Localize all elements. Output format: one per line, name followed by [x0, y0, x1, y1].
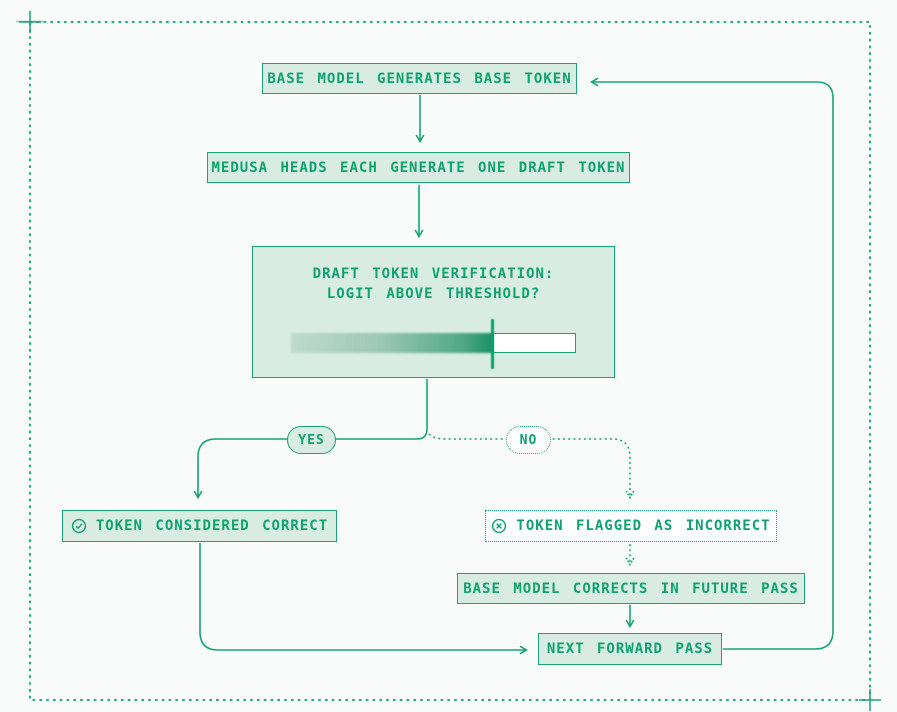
node-considered-correct: TOKEN CONSIDERED CORRECT: [62, 510, 337, 542]
pill-no: NO: [506, 426, 551, 454]
logit-meter-remainder: [493, 333, 576, 353]
node-base-model: BASE MODEL GENERATES BASE TOKEN: [262, 63, 577, 94]
node-verification: DRAFT TOKEN VERIFICATION: LOGIT ABOVE TH…: [252, 246, 615, 378]
node-flagged-incorrect: TOKEN FLAGGED AS INCORRECT: [485, 510, 777, 542]
pill-yes: YES: [287, 426, 336, 454]
check-circle-icon: [71, 518, 86, 534]
edge-correct-to-next: [199, 543, 529, 655]
logit-meter-fill: [291, 333, 493, 353]
node-flagged-incorrect-label: TOKEN FLAGGED AS INCORRECT: [516, 518, 771, 534]
node-next-forward-pass: NEXT FORWARD PASS: [538, 633, 722, 665]
node-base-model-label: BASE MODEL GENERATES BASE TOKEN: [267, 70, 572, 87]
node-corrects-future-label: BASE MODEL CORRECTS IN FUTURE PASS: [463, 580, 799, 597]
x-circle-icon: [492, 518, 507, 534]
edge-loop-to-base: [589, 77, 834, 650]
verification-title-line1: DRAFT TOKEN VERIFICATION:: [312, 266, 555, 282]
outer-dashed-frame: [29, 21, 871, 701]
pill-no-label: NO: [519, 432, 538, 448]
node-medusa-heads: MEDUSA HEADS EACH GENERATE ONE DRAFT TOK…: [207, 152, 630, 183]
node-next-forward-pass-label: NEXT FORWARD PASS: [546, 641, 714, 657]
node-considered-correct-label: TOKEN CONSIDERED CORRECT: [95, 518, 329, 534]
logit-meter: [291, 319, 576, 369]
node-medusa-heads-label: MEDUSA HEADS EACH GENERATE ONE DRAFT TOK…: [211, 159, 626, 176]
corner-cross-top-left: [16, 11, 44, 33]
pill-yes-label: YES: [298, 432, 325, 448]
verification-title-line2: LOGIT ABOVE THRESHOLD?: [326, 286, 541, 302]
corner-cross-bottom-right: [859, 689, 881, 711]
threshold-marker-line: [491, 319, 494, 369]
node-corrects-future: BASE MODEL CORRECTS IN FUTURE PASS: [457, 573, 805, 604]
